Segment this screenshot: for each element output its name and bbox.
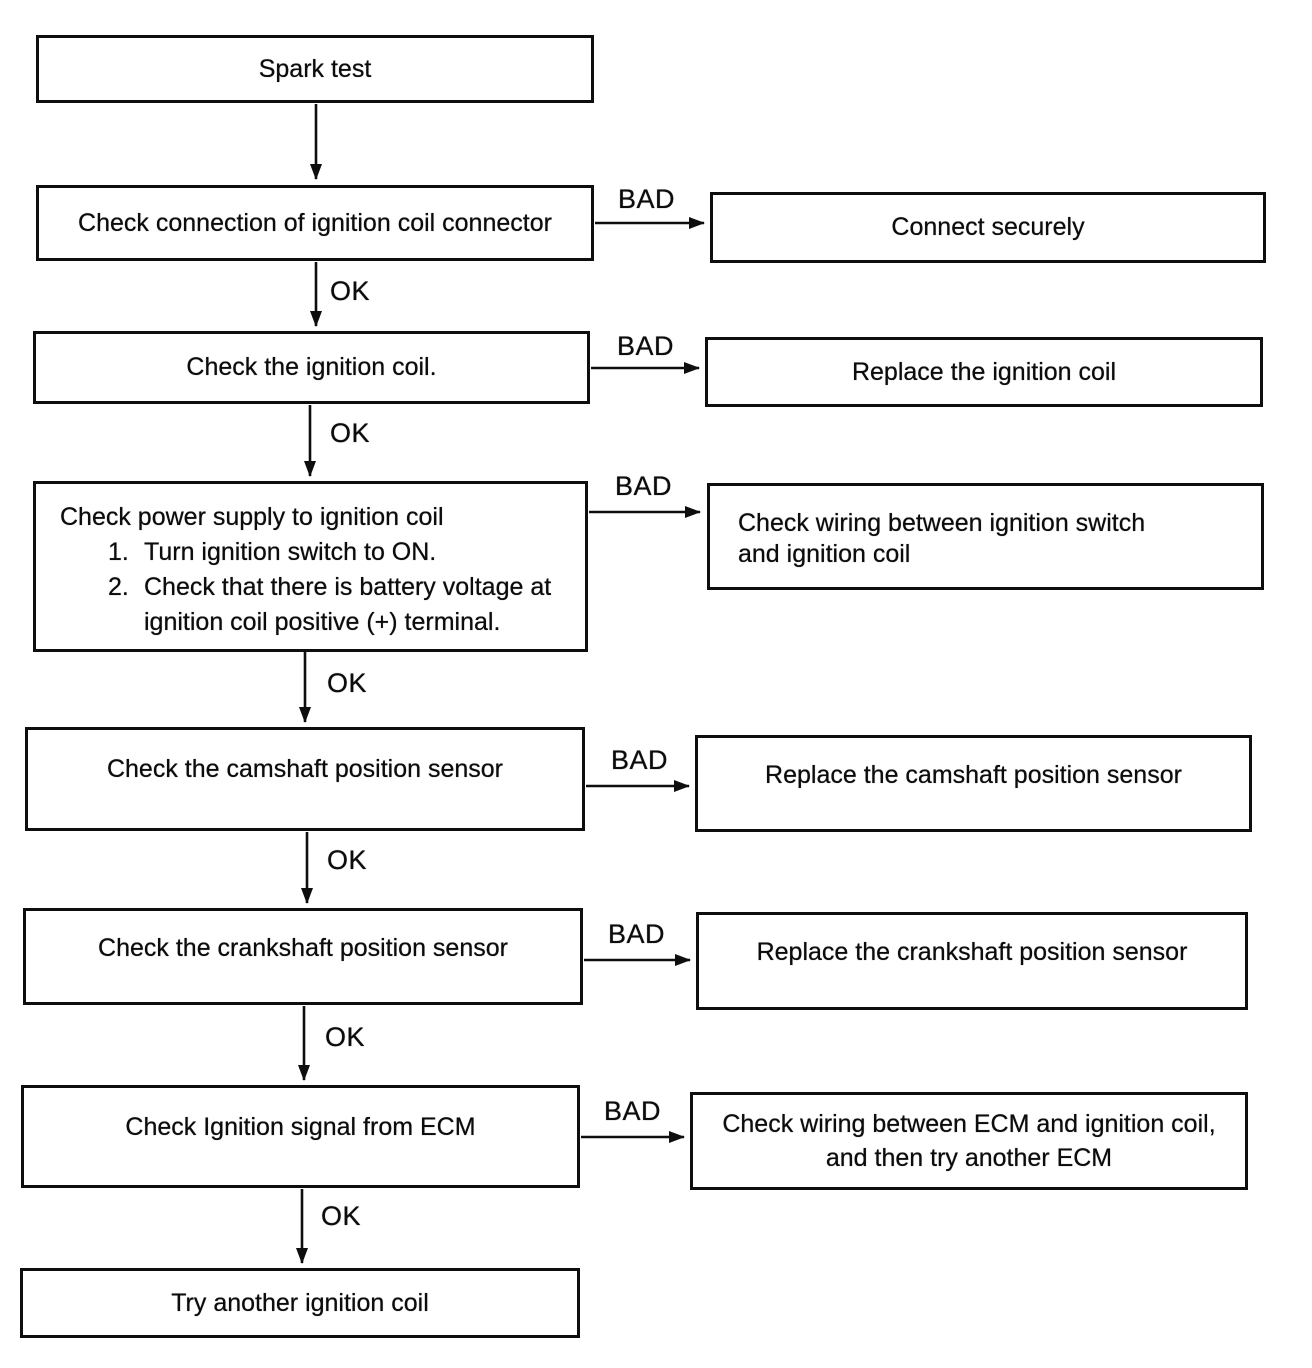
bad-label-3: BAD [615,471,673,501]
node-replace-ignition-coil-label: Replace the ignition coil [851,357,1117,386]
node-check-ignition-coil-label: Check the ignition coil. [186,353,437,381]
ok-label-4: OK [327,845,368,875]
node-check-ecm-signal-label: Check Ignition signal from ECM [125,1113,476,1141]
power-supply-step-2-number: 2. [108,573,129,601]
node-replace-crankshaft-sensor: Replace the crankshaft position sensor [696,912,1248,1010]
ok-label-3: OK [327,668,368,698]
node-check-connection-label: Check connection of ignition coil connec… [78,208,552,237]
node-connect-securely-label: Connect securely [891,213,1085,241]
bad-label-4: BAD [611,745,669,775]
bad-label-2: BAD [617,331,675,361]
node-spark-test: Spark test [36,35,594,103]
node-check-camshaft-sensor: Check the camshaft position sensor [25,727,585,831]
node-check-ecm-signal: Check Ignition signal from ECM [21,1085,580,1188]
power-supply-step-1-number: 1. [108,538,129,566]
ok-label-6: OK [321,1201,362,1231]
ok-label-2: OK [330,418,371,448]
node-spark-test-label: Spark test [258,54,372,83]
node-check-connection: Check connection of ignition coil connec… [36,185,594,261]
bad-label-5: BAD [608,919,666,949]
node-replace-camshaft-sensor: Replace the camshaft position sensor [695,735,1252,832]
node-replace-crankshaft-sensor-label: Replace the crankshaft position sensor [756,938,1188,966]
ok-label-5: OK [325,1022,366,1052]
node-check-crankshaft-sensor-label: Check the crankshaft position sensor [98,934,508,962]
node-try-another-coil: Try another ignition coil [20,1268,580,1338]
power-supply-title: Check power supply to ignition coil [60,503,444,531]
bad-label-6: BAD [604,1096,662,1126]
node-replace-ignition-coil: Replace the ignition coil [705,337,1263,407]
power-supply-step-2: 2. Check that there is battery voltage a… [60,570,575,640]
node-check-camshaft-sensor-label: Check the camshaft position sensor [106,755,504,783]
node-check-ignition-coil: Check the ignition coil. [33,331,590,404]
power-supply-step-2-text: Check that there is battery voltage at i… [144,573,552,636]
node-connect-securely: Connect securely [710,192,1266,263]
node-replace-camshaft-sensor-label: Replace the camshaft position sensor [765,761,1182,789]
bad-label-1: BAD [618,184,676,214]
power-supply-step-1: 1. Turn ignition switch to ON. [60,535,575,570]
node-check-crankshaft-sensor: Check the crankshaft position sensor [23,908,583,1005]
node-check-wiring-ecm: Check wiring between ECM and ignition co… [690,1092,1248,1190]
node-check-wiring-ecm-label: Check wiring between ECM and ignition co… [722,1110,1216,1172]
node-check-power-supply: Check power supply to ignition coil 1. T… [33,481,588,652]
node-check-wiring-switch-label: Check wiring between ignition switch and… [738,509,1146,568]
ok-label-1: OK [330,276,371,306]
node-try-another-coil-label: Try another ignition coil [171,1288,429,1317]
node-check-wiring-switch: Check wiring between ignition switch and… [707,483,1264,590]
power-supply-step-1-text: Turn ignition switch to ON. [144,538,437,566]
